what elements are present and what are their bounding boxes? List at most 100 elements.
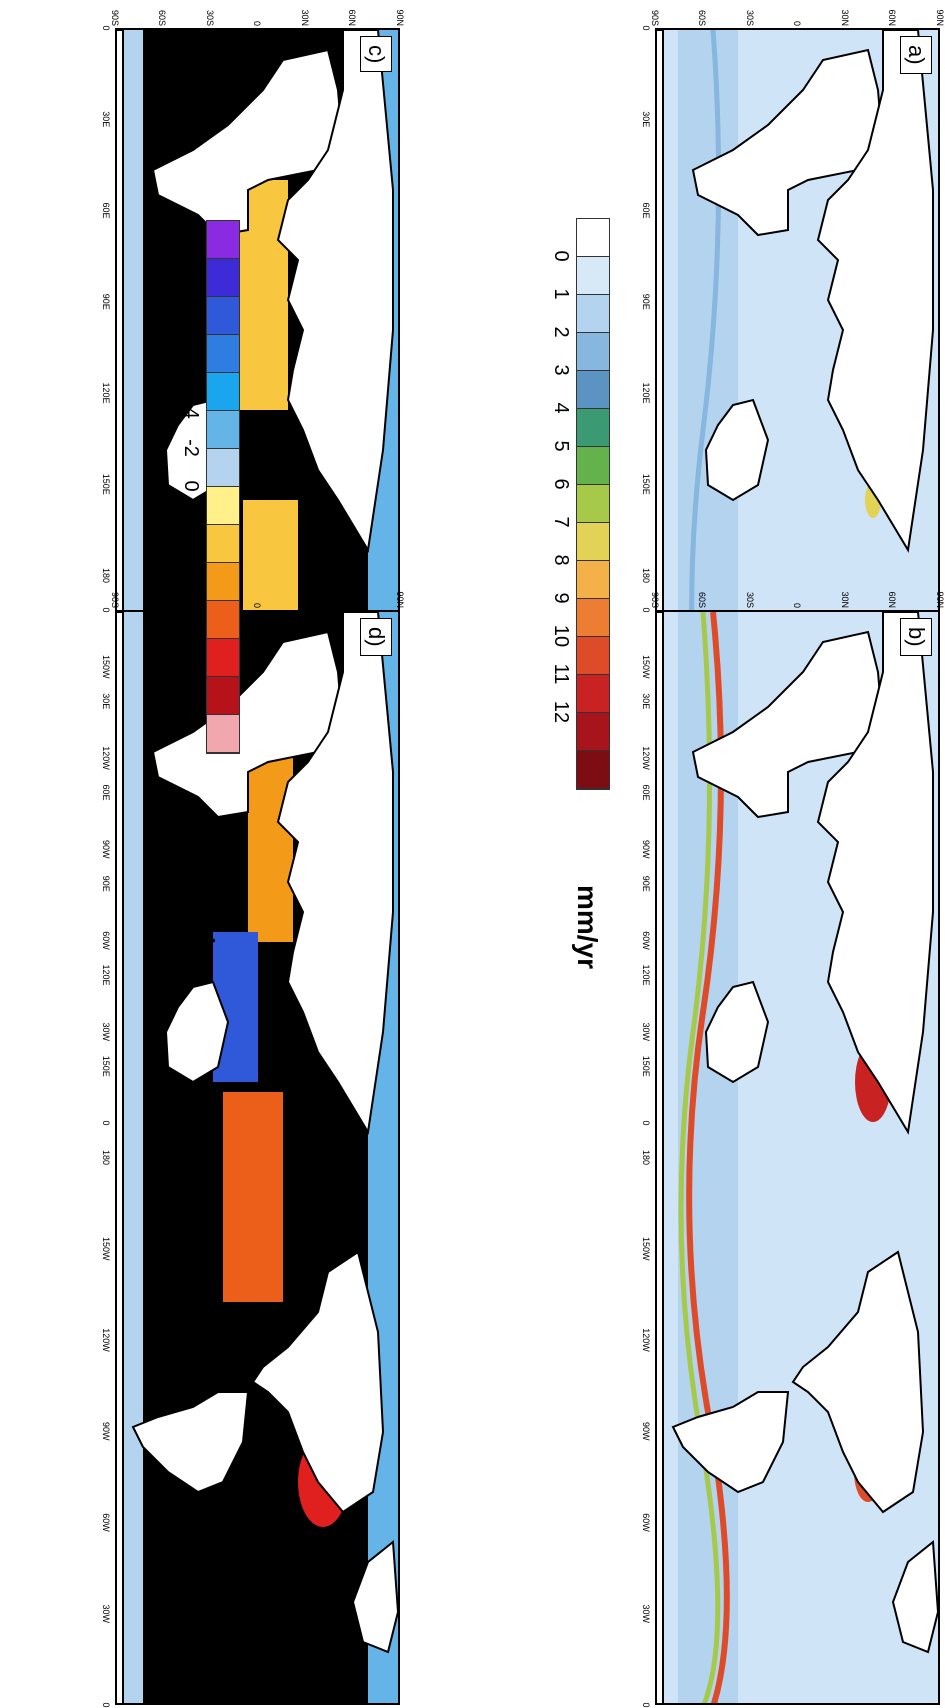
colorbar-swatch	[577, 447, 609, 485]
colorbar-label: -6	[180, 363, 202, 381]
colorbar-swatch	[207, 639, 239, 677]
y-tick-label: 90N	[395, 591, 405, 608]
colorbar-label: -4	[180, 401, 202, 419]
colorbar-top-swatches	[576, 218, 610, 790]
y-tick-label: 30N	[840, 9, 850, 26]
colorbar-swatch	[577, 219, 609, 257]
x-tick-label: 60E	[101, 784, 111, 801]
colorbar-label: -10	[180, 281, 202, 311]
colorbar-swatch	[577, 333, 609, 371]
colorbar-swatch	[577, 713, 609, 751]
positive-region-indian	[228, 180, 288, 410]
panel-label-b: b)	[900, 618, 932, 656]
colorbar-label: 2	[550, 326, 572, 338]
x-tick-label: 120E	[101, 964, 111, 986]
y-tick-label: 30S	[205, 9, 215, 26]
x-tick-label: 90E	[641, 875, 651, 892]
y-tick-label: 60S	[697, 591, 708, 608]
colorbar-bottom-unit: mm/yr	[189, 885, 220, 970]
x-tick-label: 180	[101, 1149, 111, 1166]
y-tick-label: 60S	[697, 9, 708, 26]
x-tick-label: 0	[641, 25, 651, 31]
y-tick-label: 30S	[745, 591, 755, 608]
x-tick-label: 120W	[101, 1328, 111, 1352]
colorbar-bottom-swatches	[206, 220, 240, 754]
y-tick-label: 90S	[110, 591, 120, 608]
colorbar-label: 9	[550, 592, 572, 604]
colorbar-swatch	[207, 715, 239, 753]
x-tick-label: 60E	[641, 784, 651, 801]
colorbar-top-unit: mm/yr	[572, 885, 603, 970]
x-tick-label: 180	[641, 567, 651, 584]
colorbar-label: 0	[180, 480, 202, 492]
x-tick-label: 90E	[101, 293, 111, 310]
colorbar-label: 1	[550, 288, 572, 300]
negative-region-indopacific	[213, 932, 258, 1082]
continent-eurasia	[816, 612, 934, 1135]
continent-eurasia	[816, 30, 934, 553]
y-tick-label: 0	[792, 602, 803, 608]
x-tick-label: 30W	[641, 1604, 651, 1624]
x-tick-label: 90W	[641, 1421, 651, 1441]
colorbar-swatch	[207, 525, 239, 563]
colorbar-swatch	[207, 487, 239, 525]
colorbar-swatch	[207, 335, 239, 373]
colorbar-label: 8	[550, 554, 572, 566]
colorbar-swatch	[207, 259, 239, 297]
y-tick-label: 60N	[347, 591, 358, 608]
x-tick-label: 0	[101, 25, 111, 31]
colorbar-swatch	[577, 257, 609, 295]
colorbar-label: -2	[180, 439, 202, 457]
x-tick-label: 120E	[641, 382, 651, 404]
x-tick-label: 60W	[641, 1513, 651, 1532]
colorbar-swatch	[577, 295, 609, 333]
colorbar-swatch	[577, 409, 609, 447]
continent-eurasia	[276, 612, 394, 1135]
map-frame-d: d)	[115, 610, 400, 1705]
x-tick-label: 30E	[641, 693, 651, 710]
y-tick-label: 30N	[300, 9, 310, 26]
colorbar-label: -8	[180, 325, 202, 343]
panel-label-a: a)	[900, 36, 932, 74]
colorbar-label: 10	[180, 664, 202, 688]
x-tick-label: 0	[641, 1702, 651, 1708]
colorbar-swatch	[207, 411, 239, 449]
x-tick-label: 150E	[641, 1055, 651, 1077]
y-tick-label: 30N	[840, 591, 850, 608]
y-tick-label: 60N	[347, 9, 358, 26]
colorbar-swatch	[577, 561, 609, 599]
colorbar-label: 12	[180, 702, 202, 726]
map-frame-b: b)	[655, 610, 940, 1705]
x-tick-label: 60E	[641, 202, 651, 219]
x-tick-label: 120W	[641, 1328, 651, 1352]
x-tick-label: 30E	[641, 111, 651, 128]
colorbar-label: -12	[180, 243, 202, 273]
x-tick-label: 30W	[101, 1604, 111, 1624]
y-tick-label: 60N	[887, 9, 898, 26]
continent-antarctica	[115, 612, 124, 1705]
colorbar-label: 7	[550, 516, 572, 528]
colorbar-swatch	[577, 751, 609, 789]
colorbar-label: 11	[550, 663, 572, 685]
y-tick-label: 90N	[935, 591, 945, 608]
x-tick-label: 150W	[641, 1236, 651, 1261]
y-tick-label: 90N	[395, 9, 405, 26]
colorbar-label: 10	[550, 624, 572, 648]
map-d	[115, 612, 398, 1705]
colorbar-label: 2	[180, 518, 202, 530]
x-tick-label: 30E	[101, 693, 111, 710]
colorbar-swatch	[207, 601, 239, 639]
panel-label-c: c)	[360, 36, 392, 73]
colorbar-swatch	[577, 371, 609, 409]
x-tick-label: 120E	[101, 382, 111, 404]
colorbar-swatch	[577, 599, 609, 637]
colorbar-label: 5	[550, 440, 572, 452]
x-tick-label: 90E	[641, 293, 651, 310]
y-tick-label: 30S	[745, 9, 755, 26]
